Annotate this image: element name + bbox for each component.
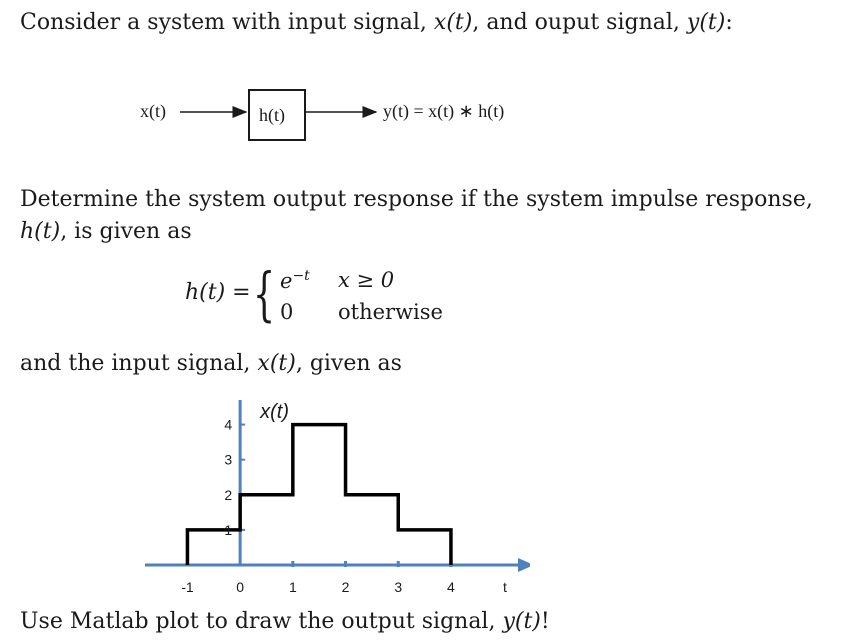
y-tick-label: 4 — [224, 417, 232, 433]
piecewise-brace: { — [253, 260, 276, 328]
diagram-block-label: h(t) — [259, 105, 285, 126]
x-tick-label: 3 — [394, 579, 402, 595]
question-h-var: h(t) — [20, 219, 61, 244]
x-tick-label: -1 — [181, 579, 194, 595]
intro-mid: , and ouput signal, — [472, 10, 687, 35]
input-suffix: , given as — [295, 351, 402, 376]
x-tick-label: 2 — [342, 579, 350, 595]
case2-condition: otherwise — [338, 300, 443, 324]
intro-suffix: : — [725, 10, 733, 35]
y-tick-label: 2 — [224, 487, 232, 503]
x-tick-label: 0 — [236, 579, 244, 595]
question-line-2: h(t), is given as — [20, 218, 192, 246]
intro-prefix: Consider a system with input signal, — [20, 10, 434, 35]
case1-value: e−t — [280, 268, 310, 293]
closing-suffix: ! — [540, 609, 550, 634]
signal-line — [185, 422, 453, 565]
x-tick-label: 4 — [447, 579, 455, 595]
question-line-1: Determine the system output response if … — [20, 187, 813, 212]
input-sentence: and the input signal, x(t), given as — [20, 350, 402, 378]
block-diagram: x(t) h(t) y(t) = x(t) ∗ h(t) — [140, 89, 504, 141]
input-signal-plot: -1 0 1 2 3 4 1 2 3 4 t x(t) — [145, 400, 530, 595]
x-tick-label: 1 — [289, 579, 297, 595]
y-tick-label: 1 — [224, 522, 232, 538]
question-line-2-rest: , is given as — [60, 219, 192, 244]
plot-title: x(t) — [259, 401, 289, 423]
diagram-output-label: y(t) = x(t) ∗ h(t) — [383, 101, 504, 122]
input-x-var: x(t) — [257, 351, 296, 376]
system-block — [248, 89, 306, 141]
x-axis-label: t — [503, 579, 507, 595]
diagram-input-label: x(t) — [140, 101, 166, 122]
intro-x-var: x(t) — [433, 10, 473, 35]
closing-prefix: Use Matlab plot to draw the output signa… — [20, 609, 503, 634]
case2-value: 0 — [280, 300, 294, 324]
impulse-response-equation: h(t) = { e−t x ≥ 0 0 otherwise — [185, 260, 485, 330]
x-axis-arrowhead — [518, 558, 530, 572]
case1-condition: x ≥ 0 — [338, 268, 395, 292]
input-prefix: and the input signal, — [20, 351, 258, 376]
intro-sentence: Consider a system with input signal, x(t… — [20, 9, 733, 37]
closing-sentence: Use Matlab plot to draw the output signa… — [20, 608, 550, 636]
intro-y-var: y(t) — [686, 10, 726, 35]
closing-y-var: y(t) — [502, 609, 541, 634]
y-tick-label: 3 — [224, 452, 232, 468]
equation-lhs: h(t) = — [185, 280, 251, 305]
